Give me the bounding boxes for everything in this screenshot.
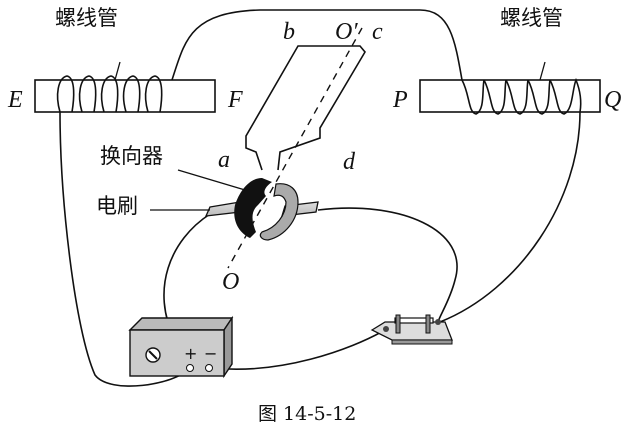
- wire-left: [59, 111, 191, 387]
- label-p: P: [393, 87, 408, 113]
- terminal-minus: [205, 364, 213, 372]
- label-solenoid-left: 螺线管: [55, 6, 118, 30]
- label-plus: +: [184, 344, 198, 363]
- wire-top: [171, 9, 463, 81]
- label-b: b: [283, 19, 295, 45]
- label-e: E: [8, 87, 23, 113]
- label-c: c: [372, 19, 383, 45]
- label-solenoid-right: 螺线管: [500, 6, 563, 30]
- label-f: F: [228, 87, 243, 113]
- label-q: Q: [604, 87, 622, 113]
- switch: [370, 314, 453, 345]
- solenoid-pq: [419, 61, 601, 115]
- wire-bottom: [211, 329, 386, 370]
- axis-oo-prime: [227, 27, 363, 269]
- wire-right: [439, 111, 581, 323]
- label-d: d: [343, 149, 355, 175]
- label-minus: −: [204, 344, 218, 363]
- label-brush: 电刷: [96, 194, 138, 218]
- label-o-prime: O′: [335, 19, 358, 45]
- brushes: [204, 201, 319, 217]
- terminal-plus: [186, 364, 194, 372]
- coil-loop: [245, 45, 366, 171]
- label-o: O: [222, 269, 240, 295]
- power-supply: [128, 315, 234, 379]
- solenoid-ef: [34, 61, 216, 113]
- wire-brush-right: [317, 207, 458, 323]
- label-a: a: [218, 147, 230, 173]
- commutator: [234, 178, 299, 241]
- figure-caption: 图 14-5-12: [258, 403, 357, 425]
- label-commutator: 换向器: [100, 144, 163, 168]
